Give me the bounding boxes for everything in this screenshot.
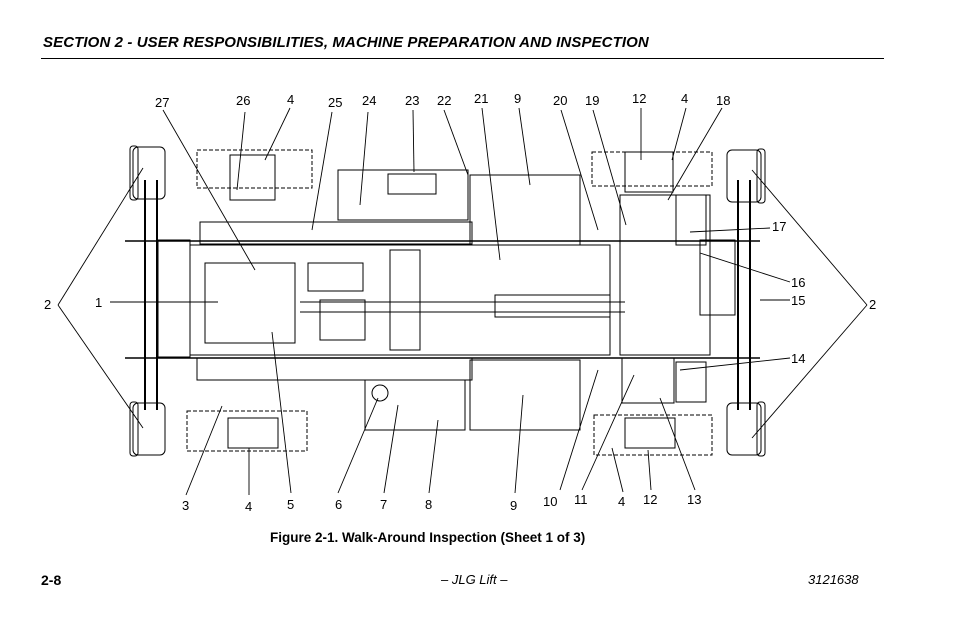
page-number: 2-8 [41, 572, 62, 588]
callout-6: 6 [335, 497, 342, 512]
track-assemblies [186, 149, 713, 456]
chassis [157, 151, 736, 449]
callout-9: 9 [510, 498, 517, 513]
callout-15: 15 [791, 293, 805, 308]
right-axle [726, 148, 766, 457]
callout-24: 24 [362, 93, 376, 108]
callout-23: 23 [405, 93, 419, 108]
callout-26: 26 [236, 93, 250, 108]
callout-12: 12 [632, 91, 646, 106]
callout-20: 20 [553, 93, 567, 108]
callout-11: 11 [574, 492, 588, 507]
callout-labels: 27 26 4 25 24 23 22 21 9 20 19 12 4 18 1… [44, 91, 876, 514]
callout-18: 18 [716, 93, 730, 108]
callout-leaders [57, 107, 868, 496]
callout-13: 13 [687, 492, 701, 507]
callout-1: 1 [95, 295, 102, 310]
callout-22: 22 [437, 93, 451, 108]
callout-7: 7 [380, 497, 387, 512]
footer-brand: – JLG Lift – [441, 572, 508, 587]
figure-caption: Figure 2-1. Walk-Around Inspection (Shee… [270, 530, 586, 545]
callout-4: 4 [245, 499, 252, 514]
section-title: SECTION 2 - USER RESPONSIBILITIES, MACHI… [43, 34, 649, 51]
callout-21: 21 [474, 91, 488, 106]
header-divider [41, 58, 884, 59]
callout-3: 3 [182, 498, 189, 513]
callout-10: 10 [543, 494, 557, 509]
left-axle [129, 145, 166, 457]
callout-4: 4 [618, 494, 625, 509]
callout-12: 12 [643, 492, 657, 507]
frame-rails [125, 221, 760, 381]
callout-9: 9 [514, 91, 521, 106]
callout-5: 5 [287, 497, 294, 512]
callout-25: 25 [328, 95, 342, 110]
callout-27: 27 [155, 95, 169, 110]
callout-4: 4 [681, 91, 688, 106]
callout-17: 17 [772, 219, 786, 234]
callout-2-right: 2 [869, 297, 876, 312]
callout-2-left: 2 [44, 297, 51, 312]
callout-14: 14 [791, 351, 805, 366]
callout-4: 4 [287, 92, 294, 107]
callout-16: 16 [791, 275, 805, 290]
callout-19: 19 [585, 93, 599, 108]
callout-8: 8 [425, 497, 432, 512]
document-number: 3121638 [808, 572, 859, 587]
